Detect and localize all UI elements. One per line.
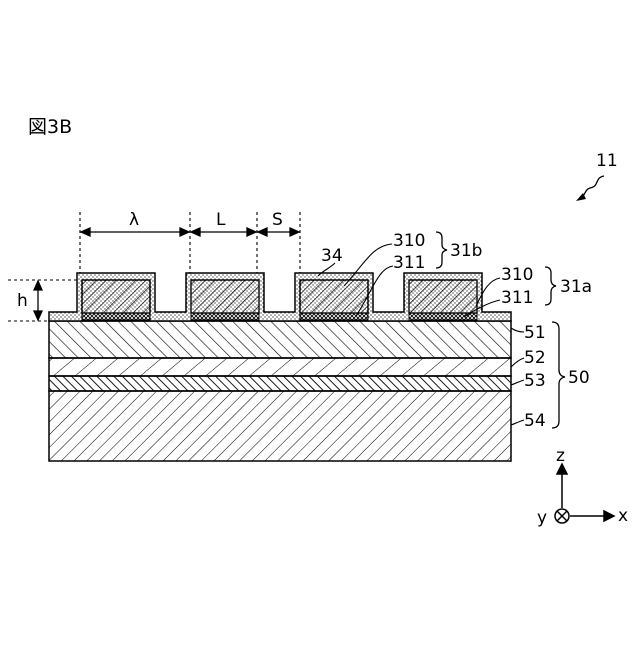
layer-52 [49,358,511,376]
figure-title: 図3B [28,116,72,138]
space-label: S [272,210,283,230]
y-axis-label: y [537,508,547,528]
electrode-310-label-b: 310 [393,231,425,251]
coordinate-axes [555,464,614,523]
electrode-311-label-a: 311 [501,288,533,308]
electrode-group-31a-label: 31a [560,277,592,297]
substrate-label: 50 [568,368,590,388]
layer-52-label: 52 [524,348,546,368]
electrode-310 [409,280,477,313]
layer-54-label: 54 [524,411,546,431]
film-label: 34 [321,246,343,266]
electrode-310 [191,280,259,313]
z-axis-label: z [556,446,565,466]
layer-53-label: 53 [524,371,546,391]
electrode-311 [409,313,477,320]
electrode-310 [82,280,150,313]
layer-53 [49,376,511,391]
x-axis-label: x [618,506,628,526]
electrode-311 [82,313,150,320]
electrode-311-label-b: 311 [393,253,425,273]
device-ref-label: 11 [596,151,618,171]
electrode-31a-left [82,280,150,320]
period-label: λ [129,210,139,230]
electrode-310 [300,280,368,313]
brace-50 [552,322,565,428]
electrode-31b-left [191,280,259,320]
layer-51 [49,321,511,358]
electrode-310-label-a: 310 [501,265,533,285]
brace-31b [436,232,447,268]
brace-31a [545,267,556,305]
electrode-31a [409,280,477,320]
electrode-311 [191,313,259,320]
layer-51-label: 51 [524,323,546,343]
electrode-group-31b-label: 31b [450,241,482,261]
height-label: h [17,291,28,311]
line-width-label: L [216,210,226,230]
layer-54 [49,391,511,461]
